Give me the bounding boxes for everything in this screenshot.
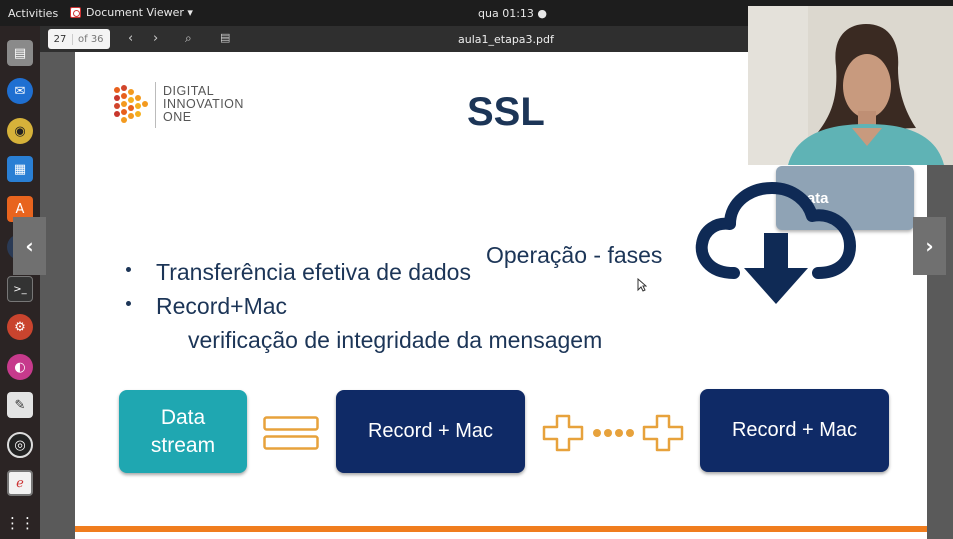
plus-sign-icon [642, 414, 684, 452]
launcher-dock: ▤ ✉ ◉ ▦ A ● >_ ⚙ ◐ ✎ ◎ ℯ ⋮⋮ [0, 26, 40, 539]
bullet-dot [126, 301, 131, 306]
logo-divider [155, 82, 156, 128]
slide-footer-bar [75, 526, 927, 532]
pdf-page: DIGITAL INNOVATION ONE Data Operação - f… [75, 52, 927, 539]
slide-title: SSL [467, 90, 545, 134]
logo-line-3: ONE [163, 110, 192, 124]
app-menu-label: Document Viewer ▾ [86, 6, 193, 19]
app-menu[interactable]: Document Viewer ▾ [70, 6, 193, 19]
document-viewer-icon[interactable]: ℯ [7, 470, 33, 496]
next-page-arrow-icon[interactable]: › [913, 217, 946, 275]
webcam-overlay [748, 6, 953, 165]
logo-line-1: DIGITAL [163, 84, 215, 98]
mouse-cursor-icon [637, 278, 647, 292]
record-mac-box-2: Record + Mac [700, 389, 889, 472]
logo-text: DIGITAL INNOVATION ONE [163, 85, 244, 124]
plus-sign-icon [542, 414, 584, 452]
file-manager-icon[interactable]: ▤ [7, 40, 33, 66]
libreoffice-writer-icon[interactable]: ▦ [7, 156, 33, 182]
logo-line-2: INNOVATION [163, 97, 244, 111]
app-grid-icon[interactable]: ⋮⋮ [5, 514, 35, 532]
activities-button[interactable]: Activities [8, 7, 59, 20]
page-number-field[interactable]: 27 of 36 [48, 29, 110, 49]
bullet-1-text: Transferência efetiva de dados [156, 259, 471, 285]
data-stream-box: Data stream [119, 390, 247, 473]
ellipsis-icon [593, 429, 634, 437]
bullet-2: Record+Mac [126, 293, 288, 320]
slide-subtitle: Operação - fases [486, 242, 663, 268]
equals-sign-icon [263, 416, 319, 450]
obs-icon[interactable]: ◎ [7, 432, 33, 458]
current-page[interactable]: 27 [48, 33, 73, 45]
cloud-download-icon [695, 182, 856, 304]
previous-page-arrow-icon[interactable]: ‹ [13, 217, 46, 275]
settings-icon[interactable]: ⚙ [7, 314, 33, 340]
text-editor-icon[interactable]: ✎ [7, 392, 33, 418]
document-title: aula1_etapa3.pdf [458, 33, 554, 46]
document-viewer-app-icon [70, 7, 81, 18]
bullet-2-text: Record+Mac [156, 293, 288, 319]
dio-logo-icon [114, 85, 148, 123]
browser-icon[interactable]: ◐ [7, 354, 33, 380]
total-pages: of 36 [78, 33, 104, 45]
bullet-2-detail: verificação de integridade da mensagem [188, 327, 603, 353]
next-page-icon[interactable]: › [153, 31, 159, 46]
record-mac-box-1: Record + Mac [336, 390, 525, 473]
sidebar-toggle-icon[interactable]: ▤ [220, 31, 231, 44]
bullet-dot [126, 267, 131, 272]
rhythmbox-icon[interactable]: ◉ [7, 118, 33, 144]
bullet-1: Transferência efetiva de dados [126, 259, 471, 286]
search-icon[interactable]: ⌕ [185, 31, 192, 45]
previous-page-icon[interactable]: ‹ [128, 31, 134, 46]
clock[interactable]: qua 01:13 ● [478, 7, 547, 20]
terminal-icon[interactable]: >_ [7, 276, 33, 302]
thunderbird-icon[interactable]: ✉ [7, 78, 33, 104]
presenter-video [748, 6, 953, 165]
